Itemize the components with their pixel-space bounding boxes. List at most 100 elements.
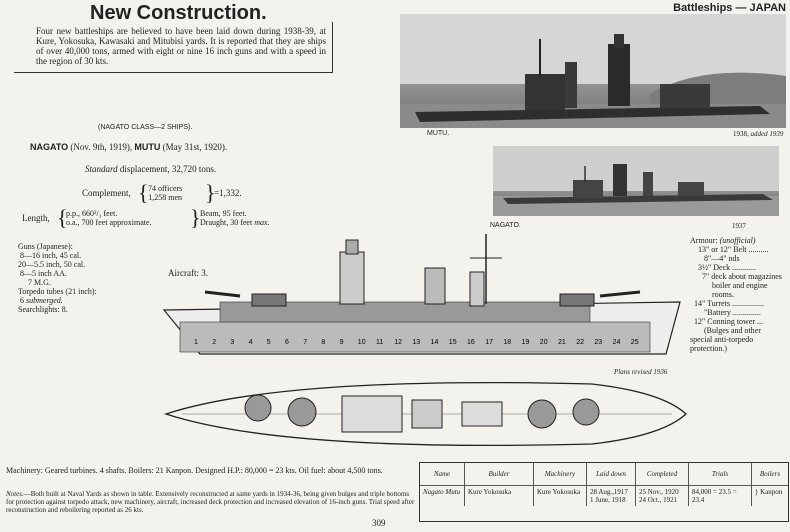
hull-compartment-number: 11 (376, 339, 383, 346)
hull-compartment-number: 16 (467, 339, 475, 346)
hull-compartment-number: 25 (631, 339, 639, 346)
armour-line-6: rooms. (712, 290, 734, 299)
hull-compartment-number: 2 (212, 339, 216, 346)
table-header: Machinery (533, 463, 587, 486)
nagato-ship-silhouette (493, 146, 779, 216)
displacement-label: Standard (85, 164, 118, 174)
ships-line: NAGATO (Nov. 9th, 1919), MUTU (May 31st,… (30, 142, 227, 152)
class-line: (NAGATO CLASS—2 SHIPS). (98, 124, 193, 131)
ship-deck-plan (163, 381, 687, 447)
length-brace: { (57, 205, 68, 230)
hull-compartment-number: 6 (285, 339, 289, 346)
page-number: 309 (372, 518, 386, 528)
nagato-photo (493, 146, 779, 216)
torpedo-count: 6 (20, 296, 24, 305)
notes-paragraph: Notes.—Both built at Naval Yards as show… (6, 490, 416, 514)
armour-line-3: 3½" Deck ............ (698, 263, 757, 272)
armour-line-4: 7" deck about magazines (702, 272, 782, 281)
armour-line-5: boiler and engine (712, 281, 768, 290)
gun-line-2: 20—5.5 inch, 50 cal. (18, 260, 86, 269)
armament-block: Guns (Japanese): 8—16 inch, 45 cal. 20—5… (18, 242, 158, 314)
length-pp: p.p., 660²/₃ feet. (66, 209, 118, 218)
hull-compartment-number: 14 (431, 339, 439, 346)
hull-compartment-number: 17 (485, 339, 493, 346)
mutu-date: 1938, added 1939 (733, 130, 783, 138)
armour-line-12: protection.) (690, 344, 728, 353)
ship-date-nagato: (Nov. 9th, 1919), (70, 142, 133, 152)
hull-compartment-number: 8 (321, 339, 325, 346)
table-cell: } Kanpon (751, 485, 788, 506)
table-cell: Nagato Mutu (423, 488, 461, 496)
table-row: Nagato Mutu Kure Yokosuka Kure Yokosuka … (420, 485, 788, 506)
beam-brace: } (190, 205, 201, 230)
gun-line-4: 7 M.G. (28, 278, 51, 287)
nagato-date: 1937 (732, 222, 746, 230)
length-values: p.p., 660²/₃ feet. o.a., 700 feet approx… (66, 209, 152, 227)
complement-values: 74 officers 1,258 men (148, 184, 182, 202)
hull-compartment-number: 20 (540, 339, 548, 346)
complement-label: Complement, (82, 188, 131, 198)
ship-name-nagato: NAGATO (30, 142, 69, 152)
hull-compartment-number: 1 (194, 339, 198, 346)
table-header: Laid down (586, 463, 636, 486)
complement-brace-close: } (205, 180, 216, 205)
armour-title: Armour: (690, 236, 718, 245)
hull-compartment-number: 7 (303, 339, 307, 346)
complement-total: =1,332. (214, 188, 242, 198)
hull-compartment-number: 4 (249, 339, 253, 346)
hull-compartment-number: 19 (522, 339, 530, 346)
table-header: Builder (464, 463, 534, 486)
table-cell: 84,000 = 23.5 = 23.4 (688, 485, 752, 506)
complement-men: 1,258 men (148, 193, 183, 202)
armour-line-10: (Bulges and other (704, 326, 761, 335)
table-cell: 25 Nov., 1920 24 Oct., 1921 (635, 485, 689, 506)
beam-draught: Beam, 95 feet. Draught, 30 feet max. (200, 209, 270, 227)
hull-compartment-number: 24 (613, 339, 621, 346)
hull-compartment-number: 3 (230, 339, 234, 346)
armour-note: (unofficial) (719, 236, 756, 245)
armour-line-1: 13" or 12" Belt .......... (698, 245, 769, 254)
section-header: Battleships — JAPAN (673, 2, 786, 14)
armour-line-7: 14" Turrets ................ (694, 299, 764, 308)
beam-text: Beam, 95 feet. (200, 209, 247, 218)
hull-compartment-number: 9 (340, 339, 344, 346)
notes-text: —Both built at Naval Yards as shown in t… (6, 490, 415, 514)
hull-compartment-number: 22 (576, 339, 584, 346)
table-cell: Kure Yokosuka (533, 485, 587, 506)
displacement-line: Standard displacement, 32,720 tons. (85, 164, 216, 174)
complement-brace: { (138, 180, 149, 205)
torpedo-title: Torpedo tubes (21 inch): (18, 287, 97, 296)
armour-line-11: special anti-torpedo (690, 335, 754, 344)
hull-compartment-number: 18 (503, 339, 511, 346)
searchlights-text: Searchlights: 8. (18, 305, 68, 314)
table-cell: Kure Yokosuka (464, 485, 534, 506)
armour-block: Armour: (unofficial) 13" or 12" Belt ...… (690, 236, 790, 353)
mutu-year: 1938, (733, 130, 749, 138)
nagato-caption: NAGATO. (490, 222, 521, 229)
mutu-added: added 1939 (750, 130, 784, 138)
hull-compartment-number: 10 (358, 339, 366, 346)
torpedo-note: submerged. (26, 296, 63, 305)
mutu-photo (400, 14, 786, 128)
ships-table: Name Builder Machinery Laid down Complet… (419, 462, 789, 522)
guns-title: Guns (Japanese): (18, 242, 73, 251)
hull-compartment-number: 21 (558, 339, 566, 346)
displacement-text: displacement, 32,720 tons. (119, 164, 217, 174)
ship-date-mutu: (May 31st, 1920). (162, 142, 228, 152)
complement-officers: 74 officers (148, 184, 183, 193)
armour-line-8: "Battery .............. (704, 308, 761, 317)
plans-revised-note: Plans revised 1936 (614, 368, 668, 376)
gun-line-3: 8—5 inch AA. (20, 269, 67, 278)
mutu-caption: MUTU. (427, 130, 450, 137)
table-header: Trials (688, 463, 752, 486)
table-header-row: Name Builder Machinery Laid down Complet… (420, 463, 788, 486)
aircraft-text: Aircraft: 3. (168, 268, 208, 278)
notes-label: Notes. (6, 490, 24, 498)
draught-max: max. (254, 218, 270, 227)
hull-compartment-number: 5 (267, 339, 271, 346)
hull-compartment-number: 23 (594, 339, 602, 346)
length-label: Length, (22, 213, 50, 223)
intro-paragraph: Four new battleships are believed to hav… (36, 26, 326, 66)
hull-compartment-number: 13 (412, 339, 420, 346)
armour-line-2: 8"—4" nds (704, 254, 740, 263)
